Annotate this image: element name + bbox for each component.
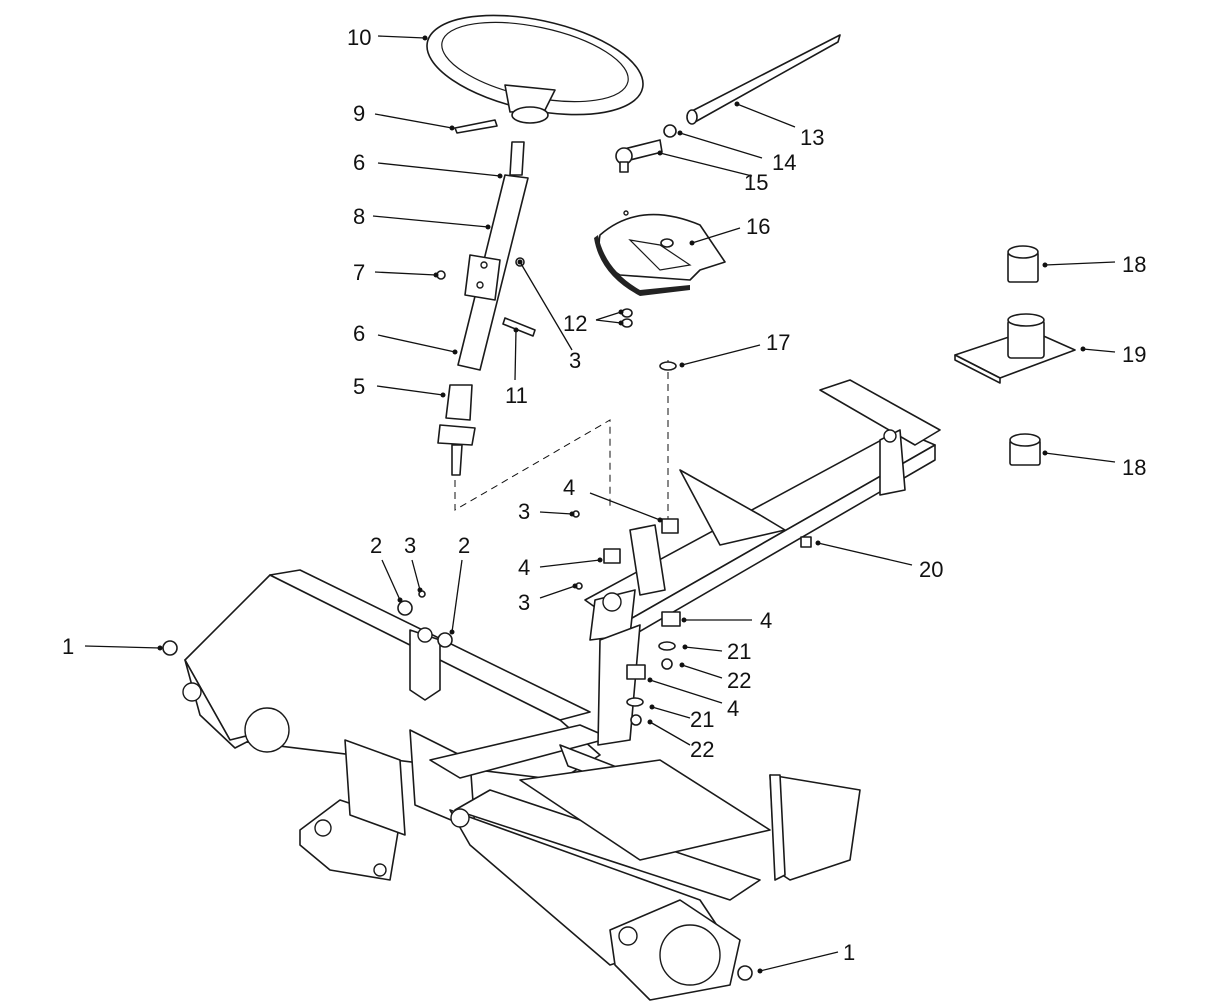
callout-labels: 1 1 2 2 3 3 3 3 4 4 4 4 5 6 6 7 8 9 10 1… — [62, 25, 1146, 965]
roll-pin — [454, 119, 498, 134]
callout-6-lower: 6 — [353, 321, 365, 346]
pinion-alignment-line — [454, 360, 669, 520]
callout-4-left: 4 — [518, 555, 530, 580]
callout-1-bottom: 1 — [843, 940, 855, 965]
steering-wheel — [426, 14, 644, 124]
callout-12: 12 — [563, 311, 587, 336]
callout-2-left: 2 — [370, 533, 382, 558]
callout-19: 19 — [1122, 342, 1146, 367]
callout-9: 9 — [353, 101, 365, 126]
bushing-18-bottom — [1009, 433, 1041, 466]
callout-5: 5 — [353, 374, 365, 399]
callout-2-right: 2 — [458, 533, 470, 558]
callout-16: 16 — [746, 214, 770, 239]
steering-sector-gear — [594, 210, 726, 296]
leader-lines — [84, 35, 1116, 974]
callout-1-left: 1 — [62, 634, 74, 659]
callout-22-lower: 22 — [690, 737, 714, 762]
callout-18-bottom: 18 — [1122, 455, 1146, 480]
bushing-18-top — [1007, 245, 1039, 283]
callout-4-upper: 4 — [563, 475, 575, 500]
callout-21-upper: 21 — [727, 639, 751, 664]
front-axle-beam — [584, 379, 941, 746]
callout-3-pin: 3 — [404, 533, 416, 558]
steering-shaft-assembly — [437, 141, 536, 476]
washer-17 — [659, 361, 677, 371]
tie-rod — [686, 34, 841, 125]
callout-3-upper: 3 — [518, 499, 530, 524]
callout-22-upper: 22 — [727, 668, 751, 693]
pivot-plate — [954, 313, 1076, 384]
callout-3-lower: 3 — [518, 590, 530, 615]
callout-7: 7 — [353, 260, 365, 285]
callout-13: 13 — [800, 125, 824, 150]
callout-11: 11 — [505, 383, 528, 408]
callout-14: 14 — [772, 150, 796, 175]
nut-12 — [621, 308, 633, 328]
callout-18-top: 18 — [1122, 252, 1146, 277]
callout-10: 10 — [347, 25, 371, 50]
chassis-frame — [182, 569, 861, 1001]
callout-8: 8 — [353, 204, 365, 229]
callout-15: 15 — [744, 170, 768, 195]
callout-20: 20 — [919, 557, 943, 582]
callout-4-right: 4 — [760, 608, 772, 633]
callout-4-lower: 4 — [727, 696, 739, 721]
callout-3-shaft: 3 — [569, 348, 581, 373]
callout-17: 17 — [766, 330, 790, 355]
small-hardware — [162, 257, 812, 981]
ball-joint — [615, 124, 677, 173]
callout-21-lower: 21 — [690, 707, 714, 732]
callout-6-upper: 6 — [353, 150, 365, 175]
